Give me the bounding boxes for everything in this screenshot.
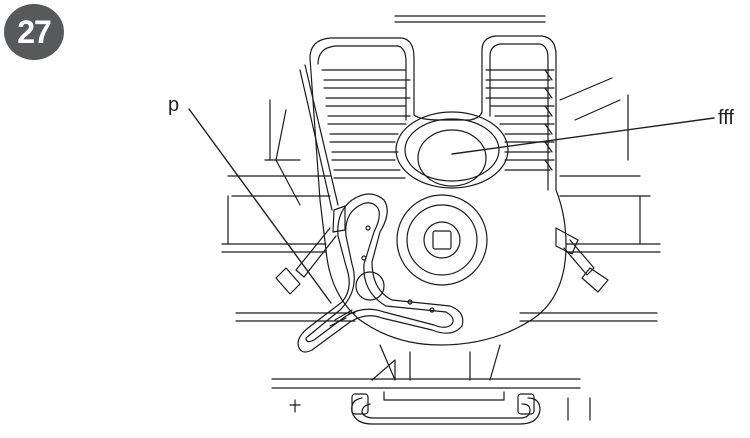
carry-handle [290, 392, 590, 424]
upper-shaft-boss [396, 112, 508, 188]
leader-line-fff [452, 118, 714, 154]
housing-outline [265, 16, 628, 210]
frame-rails [222, 176, 660, 388]
tri-lobe-knob [298, 194, 463, 352]
step-number-badge: 27 [4, 4, 64, 60]
lower-hub [397, 195, 487, 285]
engine-casing [310, 36, 566, 345]
leader-line-p [189, 109, 331, 303]
step-number: 27 [17, 13, 52, 50]
lower-support [372, 345, 500, 380]
callout-label-fff: fff [718, 107, 734, 129]
leader-lines [189, 109, 714, 303]
callout-label-p: p [168, 94, 180, 116]
side-arms [276, 206, 608, 294]
